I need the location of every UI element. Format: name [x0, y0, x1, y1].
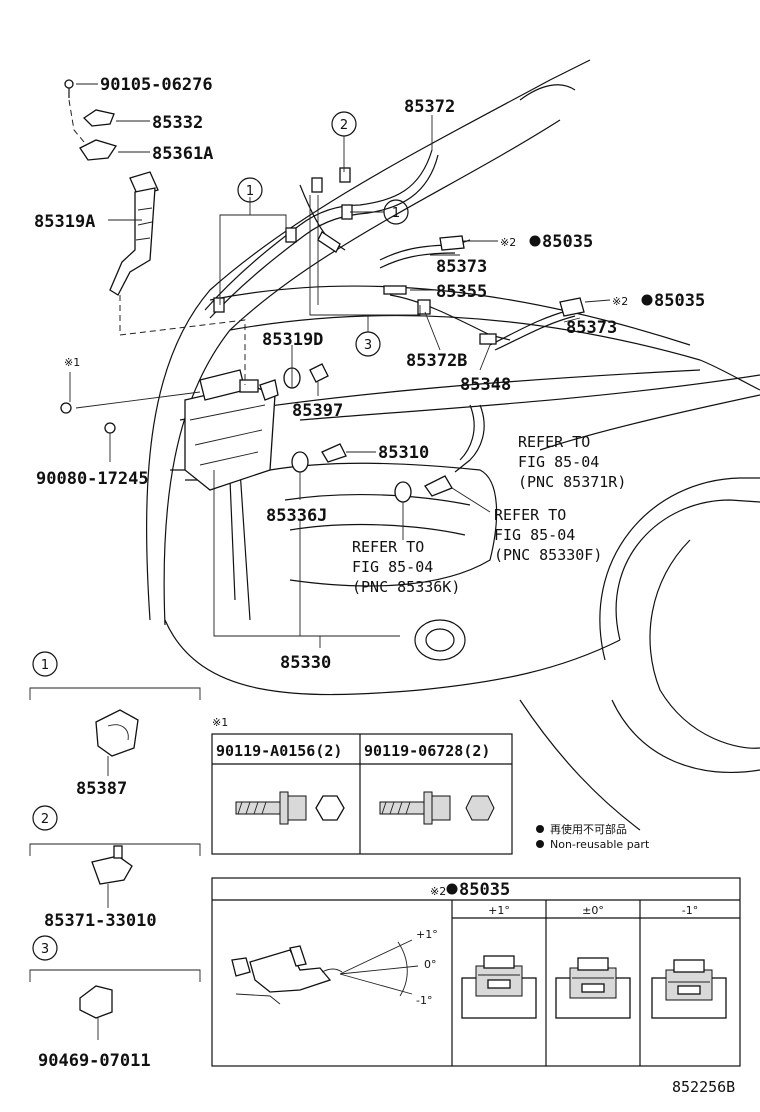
- ref1-line2: FIG 85-04: [518, 453, 599, 471]
- label-85372B: 85372B: [406, 351, 467, 371]
- legend-part-85387: 85387: [76, 779, 127, 799]
- non-reusable-jp: 再使用不可部品: [550, 822, 627, 836]
- washer-reservoir: [184, 369, 279, 491]
- label-85373-a: 85373: [436, 257, 487, 277]
- callout-1a: 1: [246, 184, 254, 199]
- clip-85387-icon: [95, 709, 139, 757]
- angle-zero: 0°: [424, 958, 437, 971]
- bolt-table: ※1 90119-A0156(2) 90119-06728(2): [211, 716, 513, 855]
- non-reusable-dot-a: [529, 235, 541, 247]
- ref1-line3: (PNC 85371R): [518, 473, 626, 491]
- nozzle-col-plus1: +1°: [488, 904, 510, 917]
- label-85035-b: 85035: [654, 291, 705, 311]
- legend-callout-1: 1: [41, 658, 49, 673]
- hex-nut-1-icon: [315, 795, 345, 821]
- label-85361A: 85361A: [152, 144, 213, 164]
- non-reusable-dot-b: [641, 294, 653, 306]
- label-85397: 85397: [292, 401, 343, 421]
- hose-routing: [204, 149, 585, 473]
- ref3-line2: FIG 85-04: [352, 558, 433, 576]
- non-reusable-dot-jp: [536, 825, 544, 833]
- bolt-header-1: 90119-A0156(2): [216, 742, 342, 760]
- label-85319A: 85319A: [34, 212, 95, 232]
- label-85332: 85332: [152, 113, 203, 133]
- filler-neck: [64, 79, 246, 385]
- label-85373-b: 85373: [566, 318, 617, 338]
- leader-lines: [75, 83, 611, 648]
- label-85355: 85355: [436, 282, 487, 302]
- figure-id: 852256B: [672, 1078, 735, 1096]
- nozzle-table: ※2 85035 +1° ±0° -1° +1° 0° -1°: [211, 877, 741, 1067]
- callout-2: 2: [340, 118, 348, 133]
- nozzle-col-zero: ±0°: [582, 904, 604, 917]
- part-labels: 90105-06276 85332 85361A 85319A 85372 ※2…: [34, 75, 705, 673]
- angle-minus1: -1°: [416, 994, 432, 1007]
- label-90105-06276: 90105-06276: [100, 75, 213, 95]
- callout-1b: 1: [392, 206, 400, 221]
- legend-part-85371-33010: 85371-33010: [44, 911, 157, 931]
- non-reusable-note: 再使用不可部品 Non-reusable part: [536, 822, 650, 851]
- label-85330: 85330: [280, 653, 331, 673]
- note-x1: ※1: [64, 356, 80, 369]
- label-85310: 85310: [378, 443, 429, 463]
- bolt-1-icon: [235, 791, 307, 825]
- ref1-line1: REFER TO: [518, 433, 590, 451]
- bolt-2-icon: [379, 791, 451, 825]
- legend-part-90469-07011: 90469-07011: [38, 1051, 151, 1071]
- clip-85371-icon: [91, 855, 133, 885]
- label-85372: 85372: [404, 97, 455, 117]
- nozzle-spray-illustration: +1° 0° -1°: [231, 928, 438, 1007]
- gauge-zero-icon: [555, 957, 631, 1019]
- nozzle-title-prefix: ※2: [430, 885, 446, 898]
- label-90080-17245: 90080-17245: [36, 469, 149, 489]
- callouts: 1 2 1 3: [237, 111, 409, 357]
- note-x2-b: ※2: [612, 295, 628, 308]
- legend-clips: 1 85387 2 85371-33010 3 90469-07011: [29, 651, 201, 1071]
- note-x2-a: ※2: [500, 236, 516, 249]
- callout-circle-1a: [237, 177, 263, 203]
- angle-plus1: +1°: [416, 928, 438, 941]
- label-85035-a: 85035: [542, 232, 593, 252]
- legend-callout-2: 2: [41, 812, 49, 827]
- ref2-line2: FIG 85-04: [494, 526, 575, 544]
- non-reusable-dot-en: [536, 840, 544, 848]
- callout-3: 3: [364, 338, 372, 353]
- callout-circle-1b: [383, 199, 409, 225]
- nozzle-title-part: 85035: [459, 880, 510, 900]
- gauge-plus1-icon: [461, 955, 537, 1019]
- ref2-line3: (PNC 85330F): [494, 546, 602, 564]
- legend-callout-3: 3: [41, 942, 49, 957]
- gauge-minus1-icon: [651, 959, 727, 1019]
- ref2-line1: REFER TO: [494, 506, 566, 524]
- nozzle-title-dot: [446, 883, 458, 895]
- callout-circle-2: [331, 111, 357, 137]
- label-85336J: 85336J: [266, 506, 327, 526]
- bolt-table-title: ※1: [212, 716, 228, 729]
- non-reusable-en: Non-reusable part: [550, 838, 650, 851]
- label-85348: 85348: [460, 375, 511, 395]
- bolt-header-2: 90119-06728(2): [364, 742, 490, 760]
- ref3-line3: (PNC 85336K): [352, 578, 460, 596]
- nozzle-col-minus1: -1°: [682, 904, 698, 917]
- clip-90469-icon: [79, 985, 113, 1019]
- hex-nut-2-icon: [465, 795, 495, 821]
- callout-circle-3: [355, 331, 381, 357]
- label-85319D: 85319D: [262, 330, 323, 350]
- ref3-line1: REFER TO: [352, 538, 424, 556]
